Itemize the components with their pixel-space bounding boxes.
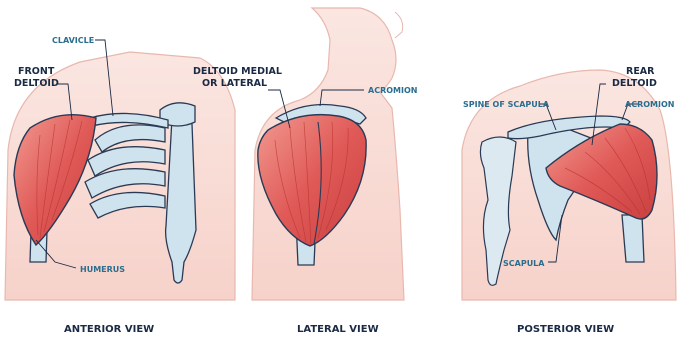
label-rear-deltoid-line2: DELTOID <box>612 78 657 89</box>
label-front-deltoid-line1: FRONT <box>18 66 55 77</box>
caption-posterior: POSTERIOR VIEW <box>517 324 614 335</box>
label-rear-deltoid-line1: REAR <box>626 66 655 77</box>
label-clavicle: CLAVICLE <box>52 36 94 45</box>
posterior-view: SPINE OF SCAPULA REAR DELTOID ACROMION S… <box>462 66 676 335</box>
label-humerus: HUMERUS <box>80 265 125 274</box>
label-front-deltoid-line2: DELTOID <box>14 78 59 89</box>
anterior-view: CLAVICLE FRONT DELTOID HUMERUS ANTERIOR … <box>5 36 235 335</box>
caption-anterior: ANTERIOR VIEW <box>64 324 154 335</box>
label-posterior-acromion: ACROMION <box>625 100 674 109</box>
label-spine-of-scapula: SPINE OF SCAPULA <box>463 100 550 109</box>
posterior-humerus <box>622 215 644 262</box>
caption-lateral: LATERAL VIEW <box>297 324 379 335</box>
label-lateral-acromion: ACROMION <box>368 86 417 95</box>
label-scapula: SCAPULA <box>503 259 545 268</box>
label-lateral-deltoid-line2: OR LATERAL <box>202 78 267 89</box>
rib-cage <box>85 125 165 218</box>
label-lateral-deltoid-line1: DELTOID MEDIAL <box>193 66 282 77</box>
